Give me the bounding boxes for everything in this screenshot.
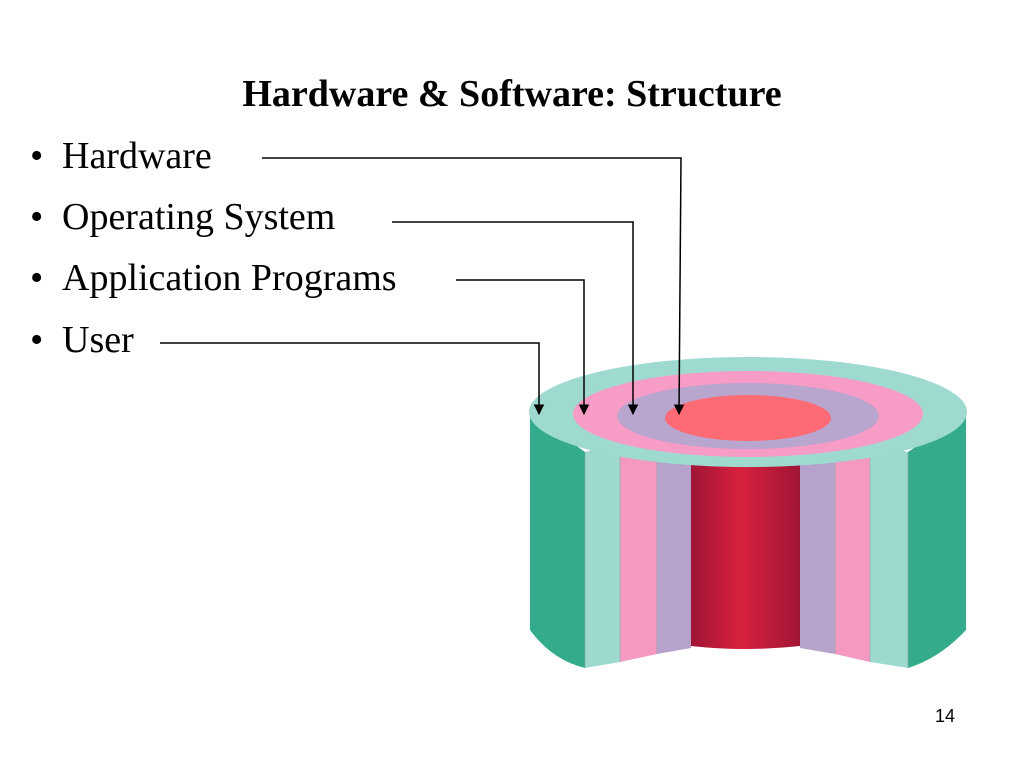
bullet-item-user: • User xyxy=(30,316,134,364)
bullet-glyph: • xyxy=(30,196,44,238)
page-number: 14 xyxy=(934,706,956,726)
bullet-item-operating-system: • Operating System xyxy=(30,193,335,241)
bullet-glyph: • xyxy=(30,319,44,361)
user-inner-side-left xyxy=(585,442,620,668)
operating-system-side-right xyxy=(800,428,835,654)
cylinder-body xyxy=(530,412,966,668)
application-programs-side-left xyxy=(620,434,657,662)
hardware-core-side xyxy=(691,428,800,649)
bullet-label-hardware: Hardware xyxy=(62,135,212,177)
user-inner-side-right xyxy=(870,442,908,668)
bullet-glyph: • xyxy=(30,135,44,177)
user-outer-side-right xyxy=(908,412,966,668)
user-outer-side-left xyxy=(530,412,585,668)
leader-line-application-programs xyxy=(456,279,590,416)
bullet-label-application-programs: Application Programs xyxy=(62,257,397,299)
bullet-label-operating-system: Operating System xyxy=(62,196,336,238)
leader-lines xyxy=(160,157,685,416)
cylinder-top xyxy=(529,357,967,467)
hardware-top-disc xyxy=(665,395,831,441)
band-dividers xyxy=(584,434,909,668)
slide-title: Hardware & Software: Structure xyxy=(242,73,782,115)
bullet-glyph: • xyxy=(30,257,44,299)
operating-system-side-left xyxy=(657,428,691,654)
application-programs-side-right xyxy=(835,434,870,662)
leader-line-operating-system xyxy=(392,221,639,416)
leader-line-hardware xyxy=(262,157,685,416)
bullet-label-user: User xyxy=(62,319,134,361)
bullet-item-application-programs: • Application Programs xyxy=(30,254,397,302)
leader-line-user xyxy=(160,342,545,416)
bullet-item-hardware: • Hardware xyxy=(30,132,212,180)
